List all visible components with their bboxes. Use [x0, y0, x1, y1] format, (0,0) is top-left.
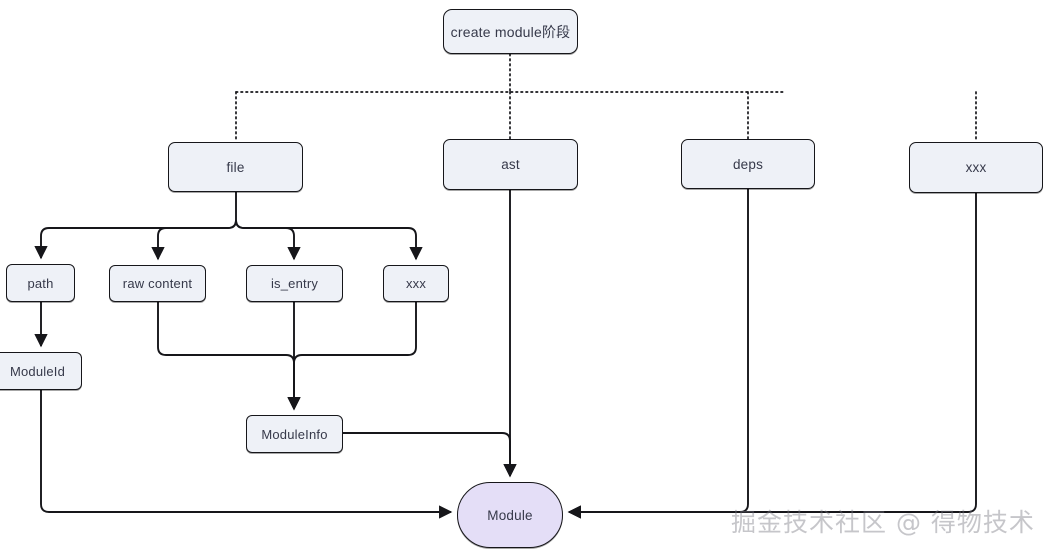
node-label: xxx	[405, 276, 427, 291]
node-path[interactable]: path	[6, 264, 75, 302]
xxx-to-module-edge	[567, 193, 977, 519]
node-label: Module	[487, 507, 533, 523]
node-deps[interactable]: deps	[681, 139, 815, 189]
node-module-id[interactable]: ModuleId	[0, 352, 82, 390]
dotted-edges-from-stage	[235, 53, 977, 143]
file-fanout-edges	[34, 192, 423, 261]
node-module[interactable]: Module	[457, 482, 563, 548]
node-raw-content[interactable]: raw content	[109, 265, 206, 302]
converge-to-moduleinfo-edges	[157, 302, 417, 411]
node-label: ModuleInfo	[261, 426, 328, 442]
node-xxx-mid[interactable]: xxx	[383, 265, 449, 302]
node-create-module-stage[interactable]: create module阶段	[443, 9, 578, 54]
node-label: raw content	[122, 276, 193, 291]
node-label: ast	[501, 157, 520, 172]
moduleinfo-to-module-edge	[343, 432, 517, 478]
deps-to-module-edge	[567, 189, 749, 519]
node-label: xxx	[965, 160, 987, 175]
node-module-info[interactable]: ModuleInfo	[246, 415, 343, 453]
watermark-text: 掘金技术社区 @ 得物技术	[731, 508, 1035, 537]
node-label: is_entry	[270, 276, 319, 291]
node-is-entry[interactable]: is_entry	[246, 265, 343, 302]
moduleid-to-module-edge	[40, 390, 453, 519]
node-label: file	[226, 159, 245, 175]
node-label: path	[27, 275, 54, 291]
node-file[interactable]: file	[168, 142, 303, 192]
node-xxx-top[interactable]: xxx	[909, 142, 1043, 193]
node-label: create module阶段	[450, 23, 571, 40]
node-label: ModuleId	[9, 363, 66, 379]
node-label: deps	[732, 156, 764, 172]
node-ast[interactable]: ast	[443, 139, 578, 190]
